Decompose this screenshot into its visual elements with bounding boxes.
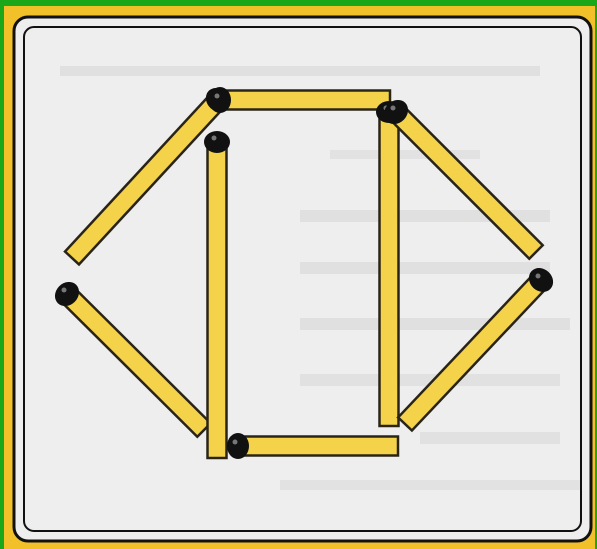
match-bottom-head-shine	[233, 440, 238, 445]
match-bottom-head	[227, 433, 249, 459]
match-top-head-shine	[215, 94, 220, 99]
match-top-head	[209, 87, 231, 113]
match-left-vertical-stick	[208, 142, 227, 458]
match-top-stick	[220, 91, 390, 110]
match-left-vertical-head	[204, 131, 230, 153]
match-right-vertical-stick	[380, 112, 399, 426]
match-lower-left-head-shine	[62, 288, 67, 293]
match-bottom-stick	[238, 437, 398, 456]
match-left-vertical-head-shine	[212, 136, 217, 141]
match-top	[209, 87, 390, 113]
match-upper-right-head-shine	[391, 106, 396, 111]
match-left-vertical	[204, 131, 230, 458]
match-lower-right-head-shine	[536, 274, 541, 279]
match-right-vertical	[376, 101, 402, 426]
match-bottom	[227, 433, 398, 459]
